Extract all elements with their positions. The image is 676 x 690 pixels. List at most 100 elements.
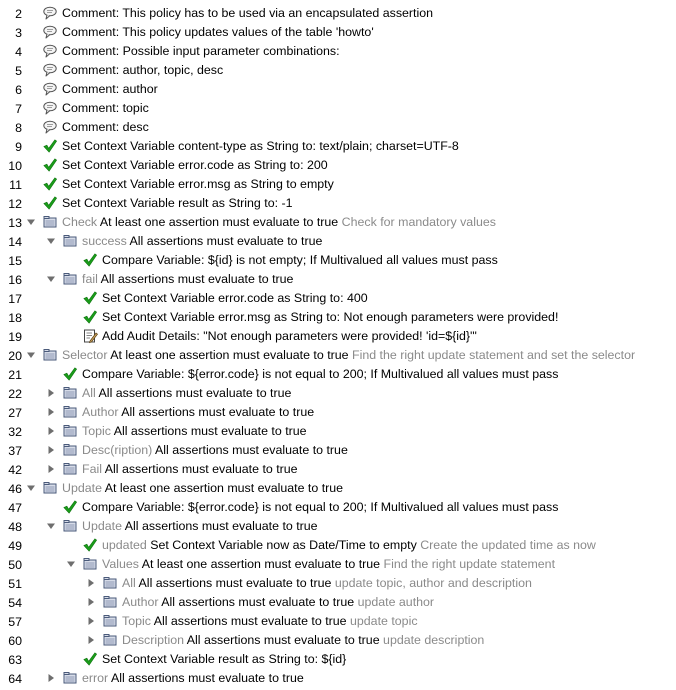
assertion-description: Comment: author, topic, desc [62, 63, 224, 77]
assertion-label: fail All assertions must evaluate to tru… [82, 272, 293, 286]
collapse-toggle-icon[interactable] [46, 464, 56, 474]
assertion-label: All All assertions must evaluate to true [82, 386, 291, 400]
line-number: 6 [15, 82, 22, 97]
expand-toggle-icon[interactable] [46, 521, 56, 531]
line-number: 15 [8, 253, 22, 268]
collapse-toggle-icon[interactable] [86, 635, 96, 645]
assertion-label: Comment: Possible input parameter combin… [62, 44, 340, 58]
assertion-label: Comment: author [62, 82, 158, 96]
line-number: 12 [8, 196, 22, 211]
collapse-toggle-icon[interactable] [86, 578, 96, 588]
folder-icon [42, 347, 58, 363]
assertion-name: Check [62, 215, 98, 229]
expand-toggle-icon[interactable] [26, 350, 36, 360]
comment-icon [42, 5, 58, 21]
folder-icon [62, 233, 78, 249]
expand-toggle-icon[interactable] [46, 274, 56, 284]
line-number: 37 [8, 443, 22, 458]
checkmark-icon [62, 499, 78, 515]
line-number: 13 [8, 215, 22, 230]
collapse-toggle-icon[interactable] [46, 407, 56, 417]
collapse-toggle-icon[interactable] [46, 673, 56, 683]
tree-row[interactable]: 6 Comment: author [0, 80, 676, 99]
comment-icon [42, 24, 58, 40]
assertion-name: Update [82, 519, 122, 533]
collapse-toggle-icon[interactable] [86, 597, 96, 607]
line-number: 18 [8, 310, 22, 325]
expand-toggle-icon[interactable] [46, 236, 56, 246]
line-number: 51 [8, 576, 22, 591]
collapse-toggle-icon[interactable] [46, 388, 56, 398]
line-number: 19 [8, 329, 22, 344]
folder-icon [62, 670, 78, 686]
folder-icon [62, 271, 78, 287]
assertion-description: Comment: topic [62, 101, 149, 115]
assertion-name: Author [122, 595, 159, 609]
assertion-label: Comment: This policy has to be used via … [62, 6, 433, 20]
line-number: 14 [8, 234, 22, 249]
checkmark-icon [62, 366, 78, 382]
collapse-toggle-icon[interactable] [46, 445, 56, 455]
assertion-description: Set Context Variable result as String to… [62, 196, 293, 210]
assertion-label: Comment: desc [62, 120, 149, 134]
assertion-label: updated Set Context Variable now as Date… [102, 538, 596, 552]
collapse-toggle-icon[interactable] [86, 616, 96, 626]
line-number: 2 [15, 6, 22, 21]
assertion-description: Set Context Variable now as Date/Time to… [150, 538, 417, 552]
tree-row[interactable]: 12 Set Context Variable result as String … [0, 194, 676, 213]
audit-icon [82, 328, 98, 344]
expand-toggle-icon[interactable] [26, 217, 36, 227]
expand-toggle-icon[interactable] [66, 559, 76, 569]
collapse-toggle-icon[interactable] [46, 426, 56, 436]
assertion-comment: Find the right update statement [383, 557, 556, 571]
assertion-label: Set Context Variable result as String to… [62, 196, 293, 210]
assertion-label: Author All assertions must evaluate to t… [82, 405, 314, 419]
assertion-description: Compare Variable: ${error.code} is not e… [82, 500, 559, 514]
assertion-description: Comment: desc [62, 120, 149, 134]
line-number: 17 [8, 291, 22, 306]
folder-icon [42, 214, 58, 230]
assertion-comment: update description [383, 633, 485, 647]
folder-icon [102, 613, 118, 629]
expand-toggle-icon[interactable] [26, 483, 36, 493]
tree-row[interactable]: 2 Comment: This policy has to be used via… [0, 4, 676, 23]
assertion-label: Author All assertions must evaluate to t… [122, 595, 434, 609]
assertion-name: success [82, 234, 127, 248]
checkmark-icon [42, 195, 58, 211]
assertion-label: Compare Variable: ${error.code} is not e… [82, 367, 558, 381]
